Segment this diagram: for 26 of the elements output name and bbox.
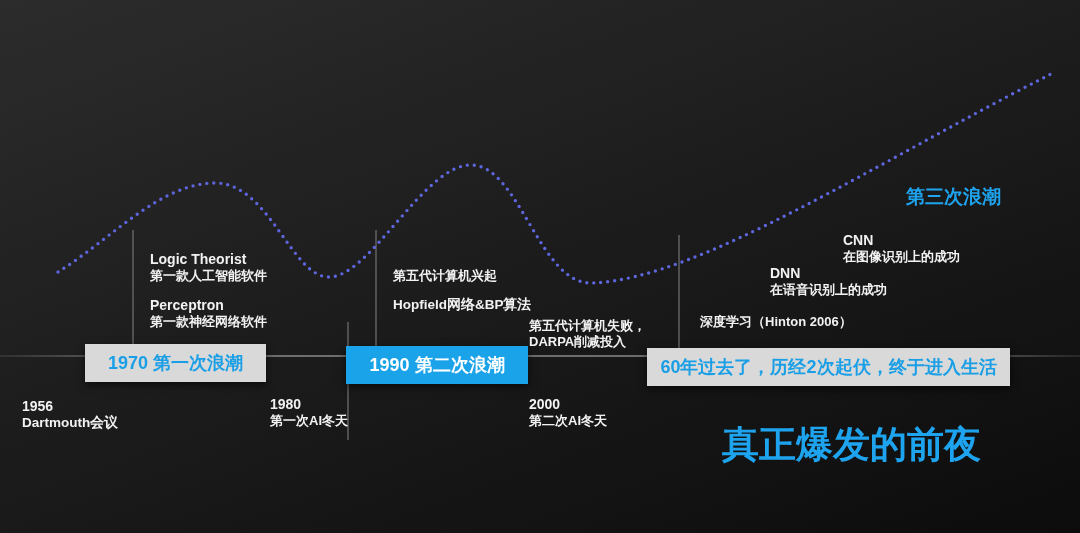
event-description: 第五代计算机失败，DARPA削减投入	[529, 318, 647, 350]
event-name: Perceptron	[150, 297, 224, 314]
event-name: DNN	[770, 265, 801, 282]
event-description: 在图像识别上的成功	[843, 249, 960, 265]
year-label: 1956	[22, 398, 54, 415]
event-description: 在语音识别上的成功	[770, 282, 887, 298]
headline: 真正爆发的前夜	[722, 424, 981, 467]
era-banner	[647, 348, 1010, 386]
era-label: 1990 第二次浪潮	[369, 354, 505, 377]
event-description: 第五代计算机兴起	[393, 268, 497, 284]
event-name: CNN	[843, 232, 874, 249]
event-description: 第二次AI冬天	[529, 413, 607, 429]
era-label: 60年过去了，历经2次起伏，终于进入生活	[660, 356, 997, 379]
wave-heading: 第三次浪潮	[906, 186, 1001, 209]
event-description: Dartmouth会议	[22, 415, 119, 432]
era-label: 1970 第一次浪潮	[107, 352, 243, 375]
event-description: 深度学习（Hinton 2006）	[700, 314, 852, 330]
era-banner	[346, 346, 528, 384]
era-banner	[85, 344, 266, 382]
year-label: 1980	[270, 396, 302, 413]
event-description: 第一款神经网络软件	[150, 314, 267, 330]
event-description: Hopfield网络&BP算法	[393, 297, 532, 314]
event-name: Logic Theorist	[150, 251, 247, 268]
event-description: 第一款人工智能软件	[150, 268, 267, 284]
event-description: 第一次AI冬天	[270, 413, 348, 429]
year-label: 2000	[529, 396, 561, 413]
